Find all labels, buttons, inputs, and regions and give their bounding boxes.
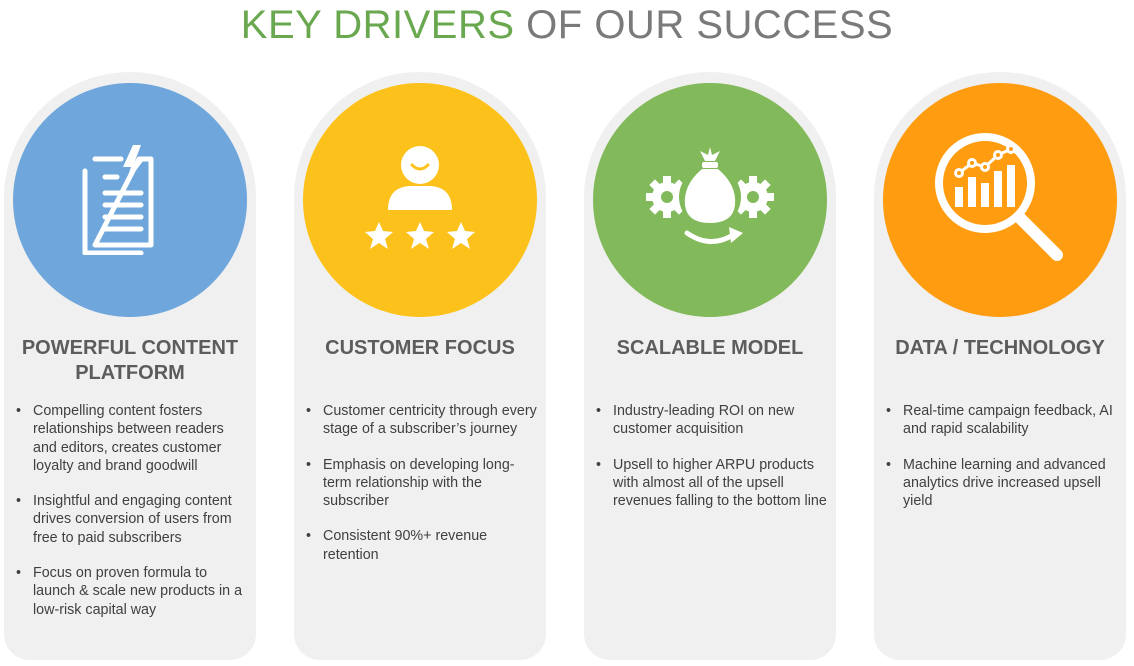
pillar-heading: SCALABLE MODEL xyxy=(616,337,804,359)
page-title: KEY DRIVERS OF OUR SUCCESS xyxy=(0,2,1134,48)
bullet-item: Machine learning and advanced analytics … xyxy=(886,456,1118,511)
pillar-content-platform: POWERFUL CONTENT PLATFORM Compelling con… xyxy=(4,72,256,660)
pillar-data-technology: DATA / TECHNOLOGY Real-time campaign fee… xyxy=(874,72,1126,660)
bullet-item: Customer centricity through every stage … xyxy=(306,402,538,439)
title-rest: OF OUR SUCCESS xyxy=(514,3,894,47)
pillar-circle xyxy=(883,83,1117,317)
pillar-circle xyxy=(593,83,827,317)
pillar-heading: DATA / TECHNOLOGY xyxy=(895,337,1105,359)
document-lightning-icon xyxy=(82,145,154,255)
pillar-circle xyxy=(13,83,247,317)
title-accent: KEY DRIVERS xyxy=(240,3,515,47)
pillar-heading: POWERFUL CONTENT PLATFORM xyxy=(21,337,239,384)
bullet-list: Customer centricity through every stage … xyxy=(306,402,538,581)
bullet-list: Industry-leading ROI on new customer acq… xyxy=(596,402,828,527)
bullet-item: Insightful and engaging content drives c… xyxy=(16,492,248,547)
pillar-circle xyxy=(303,83,537,317)
bullet-item: Upsell to higher ARPU products with almo… xyxy=(596,456,828,511)
bullet-list: Compelling content fosters relationships… xyxy=(16,402,248,636)
bullet-item: Emphasis on developing long-term relatio… xyxy=(306,456,538,511)
pillar-customer-focus: CUSTOMER FOCUS Customer centricity throu… xyxy=(294,72,546,660)
customer-rating-icon xyxy=(365,146,475,249)
bullet-item: Industry-leading ROI on new customer acq… xyxy=(596,402,828,439)
pillar-scalable-model: SCALABLE MODEL Industry-leading ROI on n… xyxy=(584,72,836,660)
bullet-list: Real-time campaign feedback, AI and rapi… xyxy=(886,402,1118,527)
pillar-heading: CUSTOMER FOCUS xyxy=(325,337,515,359)
bullet-item: Consistent 90%+ revenue retention xyxy=(306,527,538,564)
money-bag-gears-icon xyxy=(646,147,774,244)
analytics-magnifier-icon xyxy=(935,133,1063,261)
bullet-item: Compelling content fosters relationships… xyxy=(16,402,248,475)
bullet-item: Focus on proven formula to launch & scal… xyxy=(16,564,248,619)
bullet-item: Real-time campaign feedback, AI and rapi… xyxy=(886,402,1118,439)
